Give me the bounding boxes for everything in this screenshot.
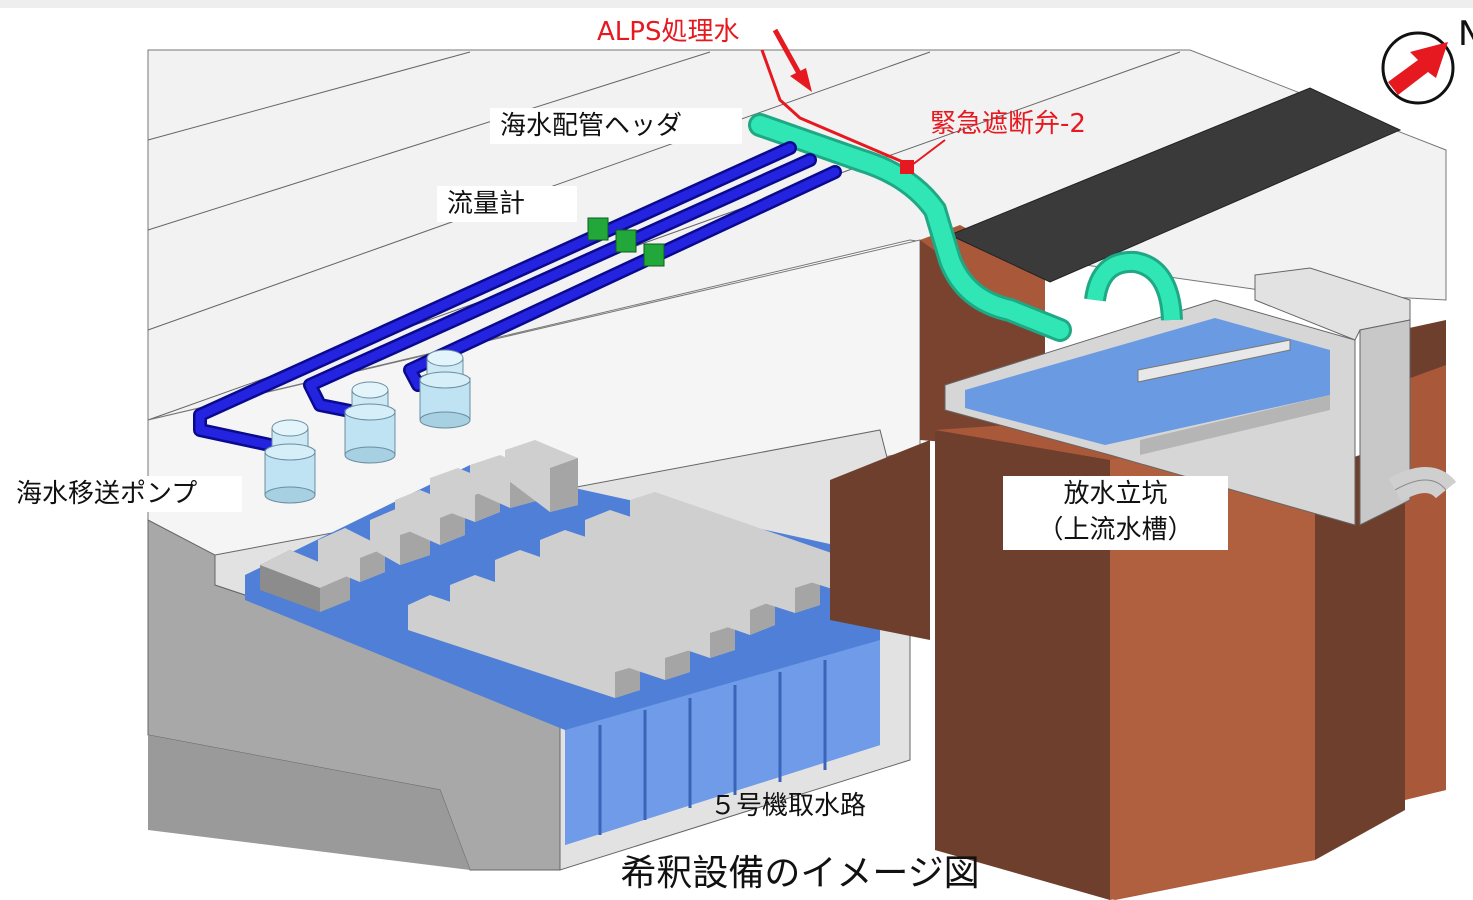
discharge-shaft-line1: 放水立坑: [1063, 479, 1168, 509]
alps-treated-water-label: ALPS処理水: [597, 17, 740, 47]
seawater-header-label: 海水配管ヘッダ: [490, 108, 742, 144]
north-label: N: [1458, 14, 1473, 54]
shaft-lid: [948, 87, 1402, 283]
alps-arrow-icon: [772, 28, 803, 77]
north-arrow-icon: [1381, 31, 1455, 105]
top-strip: [0, 0, 1473, 8]
alps-line: [760, 49, 911, 167]
figure-caption: 希釈設備のイメージ図: [620, 853, 980, 894]
shaft-left-dark: [830, 440, 930, 640]
emergency-shutoff-valve-label: 緊急遮断弁-2: [930, 109, 1086, 139]
seawater-pumps: [264, 349, 471, 504]
flow-meter-label: 流量計: [437, 186, 577, 222]
emergency-valve-marker: [900, 160, 914, 174]
intake-channel-label: ５号機取水路: [710, 791, 867, 821]
seawater-pump-label: 海水移送ポンプ: [6, 476, 242, 512]
header-pipe: [751, 116, 1069, 339]
intake-baffles: [260, 440, 875, 698]
flow-meters: [587, 217, 665, 267]
discharge-shaft-line2: （上流水槽）: [1037, 515, 1194, 545]
seawater-pipes: [193, 141, 842, 452]
discharge-shaft-label: 放水立坑 （上流水槽）: [1003, 476, 1228, 550]
